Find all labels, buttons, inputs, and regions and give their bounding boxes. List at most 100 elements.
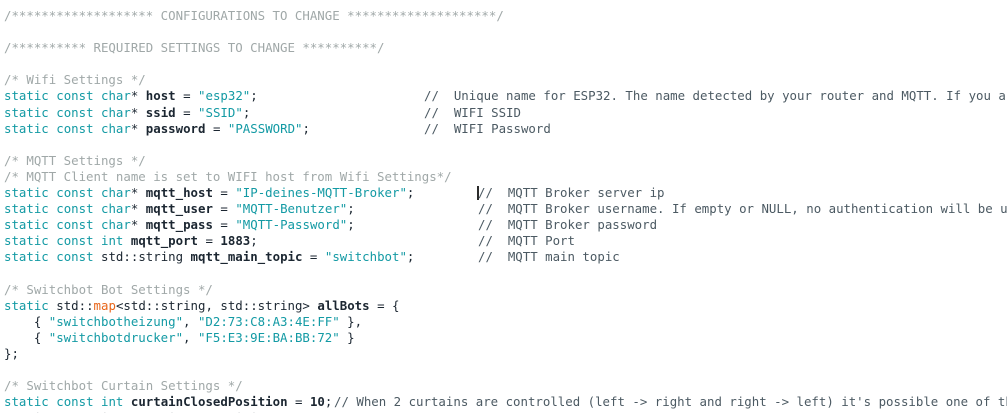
keyword-const: const (56, 394, 94, 410)
keyword-static: static (4, 201, 49, 217)
type-int: int (101, 394, 124, 410)
identifier-curtain-closed-position: curtainClosedPosition (130, 394, 288, 410)
decl-mqtt-main-topic: static const std::string mqtt_main_topic… (4, 249, 414, 265)
keyword-static: static (4, 88, 49, 104)
type-char: char (101, 201, 131, 217)
string-host-value: "esp32" (198, 88, 251, 104)
keyword-const: const (56, 88, 94, 104)
template-args: <std::string, std::string> (115, 297, 310, 313)
code-line-mqtt-main-topic: static const std::string mqtt_main_topic… (0, 249, 1007, 265)
string-bot-mac-2: "F5:E3:9E:BA:BB:72" (197, 329, 340, 345)
comma: , (183, 313, 198, 329)
decl-mqtt-pass: static const char* mqtt_pass = "MQTT-Pas… (4, 217, 355, 233)
keyword-const: const (56, 249, 94, 265)
identifier-mqtt-host: mqtt_host (145, 185, 213, 201)
trailing-comment-password: // WIFI Password (424, 120, 551, 136)
comment-banner-main: /******************* CONFIGURATIONS TO C… (4, 8, 504, 23)
trailing-comment-ssid: // WIFI SSID (424, 104, 521, 120)
brace-open: { (33, 329, 49, 345)
code-line-blank-1 (0, 24, 1007, 40)
keyword-const: const (56, 185, 94, 201)
operator-assign: = (220, 201, 228, 217)
identifier-password: password (145, 120, 206, 136)
class-map: map (93, 297, 116, 313)
type-int: int (101, 233, 124, 249)
code-line-mqtt-host: static const char* mqtt_host = "IP-deine… (0, 185, 1007, 201)
pointer-star: * (130, 201, 139, 217)
code-line-mqtt-subheader: /* MQTT Client name is set to WIFI host … (0, 169, 1007, 185)
semicolon: ; (302, 120, 310, 136)
partial-next-line: static const int curtainOpenPosition = 9… (4, 410, 392, 413)
comment-wifi-header: /* Wifi Settings */ (4, 72, 146, 88)
trailing-comment-curtain-closed: // When 2 curtains are controlled (left … (334, 394, 1007, 410)
string-mqtt-pass-value: "MQTT-Password" (235, 217, 348, 233)
pointer-star: * (130, 120, 139, 136)
string-mqtt-host-value: "IP-deines-MQTT-Broker" (235, 185, 407, 201)
identifier-mqtt-main-topic: mqtt_main_topic (190, 249, 303, 265)
code-line-curtain-header: /* Switchbot Curtain Settings */ (0, 378, 1007, 394)
code-line-blank-4 (0, 266, 1007, 282)
code-line-wifi-password: static const char* password = "PASSWORD"… (0, 121, 1007, 137)
comment-mqtt-subheader: /* MQTT Client name is set to WIFI host … (4, 168, 452, 184)
keyword-const: const (56, 217, 94, 233)
trailing-comment-mqtt-pass: // MQTT Broker password (478, 217, 658, 233)
keyword-static: static (4, 120, 49, 136)
trailing-comment-mqtt-main-topic: // MQTT main topic (478, 249, 620, 265)
pointer-star: * (130, 217, 139, 233)
decl-mqtt-host: static const char* mqtt_host = "IP-deine… (4, 185, 414, 201)
brace-close: } (339, 329, 355, 345)
keyword-static: static (4, 185, 49, 201)
code-line-mqtt-pass: static const char* mqtt_pass = "MQTT-Pas… (0, 217, 1007, 233)
keyword-const: const (56, 104, 94, 120)
operator-assign: = (220, 217, 228, 233)
keyword-static: static (4, 297, 49, 313)
decl-host: static const char* host = "esp32"; (4, 88, 258, 104)
code-line-wifi-ssid: static const char* ssid = "SSID"; // WIFI… (0, 105, 1007, 121)
code-line-allbots-decl: static std::map<std::string, std::string… (0, 298, 1007, 314)
code-line-bot-entry-1: { "switchbotheizung", "D2:73:C8:A3:4E:FF… (0, 314, 1007, 330)
brace-open: = { (377, 297, 400, 313)
identifier-mqtt-user: mqtt_user (145, 201, 213, 217)
decl-mqtt-user: static const char* mqtt_user = "MQTT-Ben… (4, 201, 355, 217)
code-line-curtain-open-partial: static const int curtainOpenPosition = 9… (0, 410, 1007, 413)
identifier-allbots: allBots (317, 297, 370, 313)
string-bot-mac-1: "D2:73:C8:A3:4E:FF" (197, 313, 340, 329)
code-line-bot-header: /* Switchbot Bot Settings */ (0, 282, 1007, 298)
decl-ssid: static const char* ssid = "SSID"; (4, 105, 250, 121)
code-line-allbots-close: }; (0, 346, 1007, 362)
string-ssid-value: "SSID" (198, 104, 243, 120)
keyword-static: static (4, 249, 49, 265)
code-line-wifi-header: /* Wifi Settings */ (0, 72, 1007, 88)
semicolon: ; (324, 394, 333, 410)
operator-assign: = (183, 88, 191, 104)
string-mqtt-main-topic-value: "switchbot" (324, 249, 407, 265)
identifier-host: host (145, 88, 176, 104)
code-line-curtain-closed: static const int curtainClosedPosition =… (0, 394, 1007, 410)
keyword-const: const (56, 201, 94, 217)
keyword-static: static (4, 233, 49, 249)
code-line-bot-entry-2: { "switchbotdrucker", "F5:E3:9E:BA:BB:72… (0, 330, 1007, 346)
pointer-star: * (130, 185, 139, 201)
comma: , (183, 329, 198, 345)
operator-assign: = (295, 394, 303, 410)
operator-assign: = (220, 185, 228, 201)
type-std-string: std::string (101, 249, 184, 265)
semicolon: ; (347, 217, 355, 233)
keyword-static: static (4, 394, 49, 410)
namespace-std: std:: (56, 297, 94, 313)
string-mqtt-user-value: "MQTT-Benutzer" (235, 201, 348, 217)
text-caret (477, 186, 479, 201)
pointer-star: * (130, 104, 139, 120)
decl-password: static const char* password = "PASSWORD"… (4, 121, 310, 137)
operator-assign: = (212, 120, 221, 136)
code-line-banner-required: /********** REQUIRED SETTINGS TO CHANGE … (0, 40, 1007, 56)
trailing-comment-mqtt-port: // MQTT Port (478, 233, 575, 249)
string-bot-key-2: "switchbotdrucker" (48, 329, 184, 345)
semicolon: ; (347, 201, 355, 217)
semicolon: ; (250, 233, 258, 249)
comment-bot-header: /* Switchbot Bot Settings */ (4, 281, 213, 297)
trailing-comment-mqtt-host: // MQTT Broker server ip (478, 185, 665, 201)
comment-banner-required: /********** REQUIRED SETTINGS TO CHANGE … (4, 40, 385, 56)
operator-assign: = (309, 249, 318, 265)
